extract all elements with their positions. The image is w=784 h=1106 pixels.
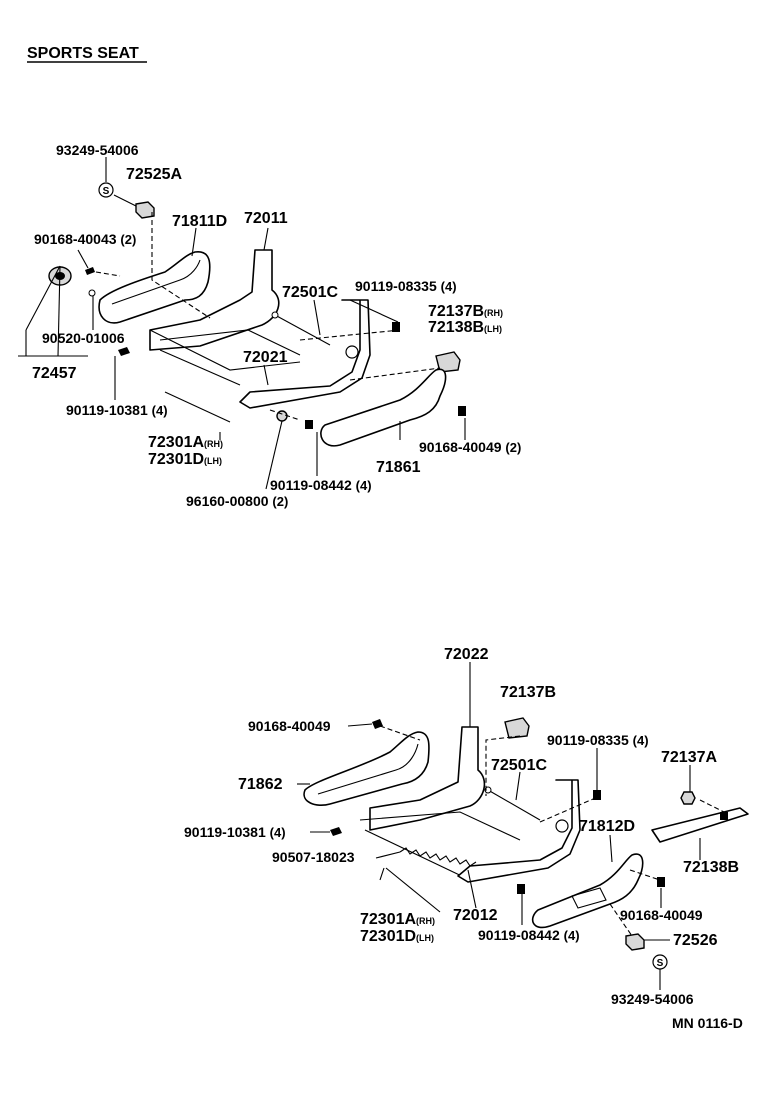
lower-assembly: S 72022: [184, 646, 749, 1007]
label-90168-40049-lower-a: 90168-40049: [248, 718, 331, 734]
clip-72525A-shape: [135, 201, 155, 219]
screw-90168-40049-lower-a-shape: [372, 719, 383, 729]
label-90119-08335-upper: 90119-08335 (4): [355, 278, 457, 294]
rail-72021-shape: [239, 299, 371, 409]
label-72011: 72011: [244, 210, 288, 227]
bolt-90168-40049-upper-shape: [458, 406, 466, 416]
label-72137A: 72137A: [661, 749, 717, 766]
label-72138B-lower: 72138B: [683, 859, 739, 876]
label-90119-08442-upper: 90119-08442 (4): [270, 477, 372, 493]
frame-72011-shape: [149, 249, 280, 351]
upper-assembly: S: [18, 142, 521, 509]
label-90119-10381-upper: 90119-10381 (4): [66, 402, 168, 418]
label-72138B-lh: 72138B(LH): [428, 319, 502, 336]
label-72526: 72526: [673, 932, 718, 949]
screw-90168-40043-shape: [85, 267, 95, 275]
label-72137B-lower: 72137B: [500, 684, 556, 701]
label-72501C-lower: 72501C: [491, 757, 547, 774]
label-71811D: 71811D: [172, 213, 227, 230]
label-90119-08442-lower: 90119-08442 (4): [478, 927, 580, 943]
diagram-code: MN 0116-D: [672, 1015, 743, 1031]
bolt-90119-08335-lower-shape: [593, 790, 601, 800]
lower-leader-lines: [297, 662, 701, 990]
label-93249-54006-upper: 93249-54006: [56, 142, 139, 158]
upper-part-shapes: S: [48, 182, 466, 447]
side-cover-71862-shape: [303, 731, 430, 806]
label-90507-18023: 90507-18023: [272, 849, 355, 865]
screw-90119-10381-lower-shape: [330, 827, 342, 836]
label-72137B-rh: 72137B(RH): [428, 303, 503, 320]
label-72301D-lh-lower: 72301D(LH): [360, 928, 434, 945]
frame-72022-shape: [369, 726, 486, 831]
label-72012: 72012: [453, 907, 498, 924]
upper-dashed-lines: [95, 212, 441, 421]
label-93249-54006-lower: 93249-54006: [611, 991, 694, 1007]
rod-72501C-shape: [274, 314, 331, 346]
shield-71812D-shape: [531, 853, 644, 929]
bolt-90119-08442-lower-shape: [517, 884, 525, 894]
label-71861: 71861: [376, 459, 421, 476]
screw-90119-10381-upper-shape: [118, 347, 130, 356]
label-90168-40049-lower-b: 90168-40049: [620, 907, 703, 923]
spring-90507-18023-shape: [399, 847, 477, 867]
bolt-90168-40049-lower-b-shape: [657, 877, 665, 887]
label-72022: 72022: [444, 646, 489, 663]
label-72301D-lh-upper: 72301D(LH): [148, 451, 222, 468]
lower-part-shapes: S: [303, 717, 749, 970]
bolt-90119-08335-upper-shape: [392, 322, 400, 332]
plug-72137A-shape: [680, 791, 696, 805]
label-72501C-upper: 72501C: [282, 284, 338, 301]
label-72525A: 72525A: [126, 166, 182, 183]
trim-72138B-shape: [651, 807, 749, 843]
shield-71861-shape: [320, 368, 447, 447]
seal-symbol-upper-text: S: [103, 186, 110, 197]
label-90119-10381-lower: 90119-10381 (4): [184, 824, 286, 840]
rod-72501C-lower-shape: [487, 789, 541, 821]
upper-leader-lines: [18, 157, 466, 490]
seal-symbol-upper: [98, 182, 114, 198]
label-72301A-rh-upper: 72301A(RH): [148, 434, 223, 451]
rail-72012-shape: [457, 779, 581, 883]
cable-72301-lower-shape: [385, 867, 441, 913]
label-72021: 72021: [243, 349, 288, 366]
label-90119-08335-lower: 90119-08335 (4): [547, 732, 649, 748]
label-90168-40049-upper: 90168-40049 (2): [419, 439, 521, 455]
cable-72301-upper-shape: [164, 391, 231, 423]
pin-90520-01006-shape: [88, 289, 96, 297]
label-90520-01006: 90520-01006: [42, 330, 125, 346]
cap-72137B-lower-shape: [504, 717, 530, 739]
label-71812D: 71812D: [579, 818, 635, 835]
clip-72526-shape: [625, 933, 645, 951]
label-71862: 71862: [238, 776, 283, 793]
label-72457: 72457: [32, 365, 77, 382]
label-72301A-rh-lower: 72301A(RH): [360, 911, 435, 928]
label-90168-40043: 90168-40043 (2): [34, 231, 136, 247]
lower-dashed-lines: [379, 725, 725, 937]
bolt-90119-08442-upper-shape: [305, 420, 313, 429]
diagram-title: SPORTS SEAT: [27, 45, 139, 62]
side-cover-71811D-shape: [98, 251, 211, 324]
seal-symbol-lower-text: S: [657, 958, 664, 969]
label-96160-00800: 96160-00800 (2): [186, 493, 288, 509]
